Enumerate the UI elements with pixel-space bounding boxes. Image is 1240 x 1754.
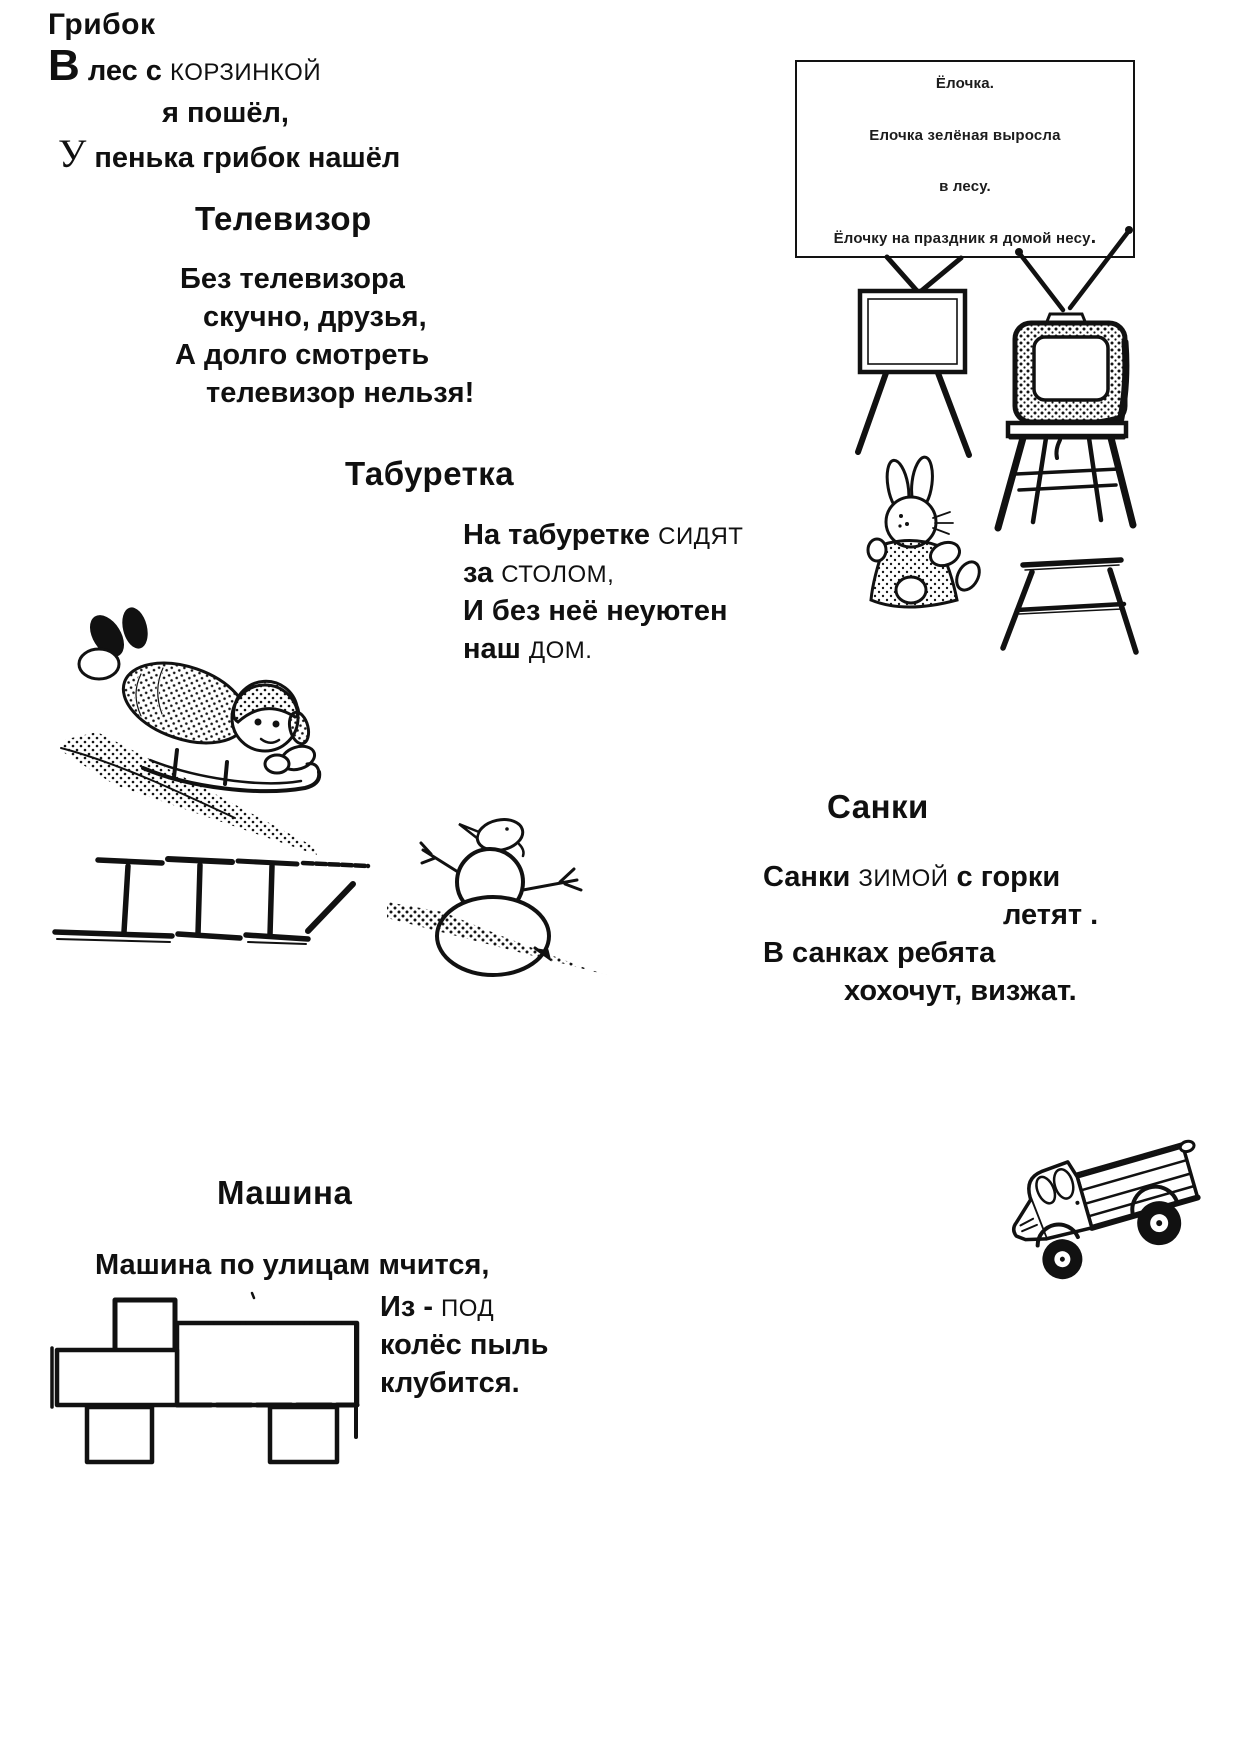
sanki-line-2: летят .: [1003, 899, 1099, 931]
sanki-line-1: Санки ЗИМОЙ с горки: [763, 861, 1061, 894]
taburetka-line-3: И без неё неуютен: [463, 595, 728, 627]
yolochka-poem-box: Ёлочка. Елочка зелёная выросла в лесу. Ё…: [795, 60, 1135, 258]
mashina-line-2-text: Из -: [380, 1291, 442, 1323]
taburetka-line-4-caps: ДОМ.: [528, 637, 593, 664]
yolochka-line-2: Елочка зелёная выросла: [869, 126, 1061, 144]
snowman-illustration: [387, 818, 607, 977]
taburetka-line-2-text: за: [463, 557, 502, 589]
taburetka-line-4: наш ДОМ.: [463, 633, 593, 666]
gribok-initial-u: У: [58, 131, 87, 176]
mashina-line-1: Машина по улицам мчится,: [95, 1249, 490, 1281]
taburetka-line-4-text: наш: [463, 633, 529, 665]
sanki-line-1-caps: ЗИМОЙ: [858, 865, 949, 892]
taburetka-line-2-caps: СТОЛОМ,: [501, 561, 615, 588]
truck-illustration: [1011, 1139, 1201, 1280]
taburetka-line-2: за СТОЛОМ,: [463, 557, 615, 590]
televizor-line-1: Без телевизора: [180, 263, 405, 295]
yolochka-line-1: Ёлочка.: [935, 75, 995, 92]
televizor-line-4: телевизор нельзя!: [206, 377, 475, 409]
stick-tv-illustration: [855, 254, 972, 458]
sled-scene-illustration: [60, 607, 322, 855]
tv-on-stool-illustration: [994, 226, 1137, 532]
gribok-initial: В: [48, 41, 80, 90]
rabbit-illustration: [866, 455, 981, 609]
taburetka-line-1-text: На табуретке: [463, 519, 659, 551]
stick-stool-illustration: [1000, 557, 1139, 655]
stick-sled-illustration: [52, 856, 371, 945]
mashina-line-3: колёс пыль: [380, 1329, 549, 1361]
taburetka-line-1-caps: СИДЯТ: [658, 523, 744, 550]
sanki-line-1-a: Санки: [763, 861, 859, 893]
sanki-line-3: В санках ребята: [763, 937, 996, 969]
taburetka-line-1: На табуретке СИДЯТ: [463, 519, 744, 552]
gribok-line-3: У пенька грибок нашёл: [58, 132, 400, 176]
televizor-title: Телевизор: [195, 200, 372, 237]
gribok-line-3-text: пенька грибок нашёл: [86, 142, 401, 174]
stick-truck-illustration: [50, 1291, 360, 1465]
yolochka-line-4: Ёлочку на праздник я домой несу.: [803, 227, 1127, 247]
taburetka-title: Табуретка: [345, 455, 515, 492]
televizor-line-3: А долго смотреть: [175, 339, 430, 371]
mashina-line-2: Из - ПОД: [380, 1291, 495, 1324]
gribok-line-2: я пошёл,: [162, 97, 289, 129]
gribok-line-1-caps: КОРЗИНКОЙ: [170, 59, 322, 86]
sanki-line-1-b: с горки: [948, 861, 1061, 893]
mashina-line-4: клубится.: [380, 1367, 520, 1399]
mashina-line-2-caps: ПОД: [441, 1295, 495, 1322]
gribok-line-1: В лес с КОРЗИНКОЙ: [48, 41, 322, 90]
televizor-line-2: скучно, друзья,: [203, 301, 427, 333]
yolochka-line-4-text: Ёлочку на праздник я домой несу: [833, 229, 1091, 247]
mashina-title: Машина: [217, 1174, 353, 1211]
gribok-title: Грибок: [48, 8, 156, 41]
sanki-line-4: хохочут, визжат.: [844, 975, 1077, 1007]
gribok-line-1-text: лес с: [79, 55, 170, 87]
yolochka-line-4-period: .: [1090, 225, 1097, 248]
sanki-title: Санки: [827, 788, 929, 825]
yolochka-line-3: в лесу.: [939, 178, 991, 196]
